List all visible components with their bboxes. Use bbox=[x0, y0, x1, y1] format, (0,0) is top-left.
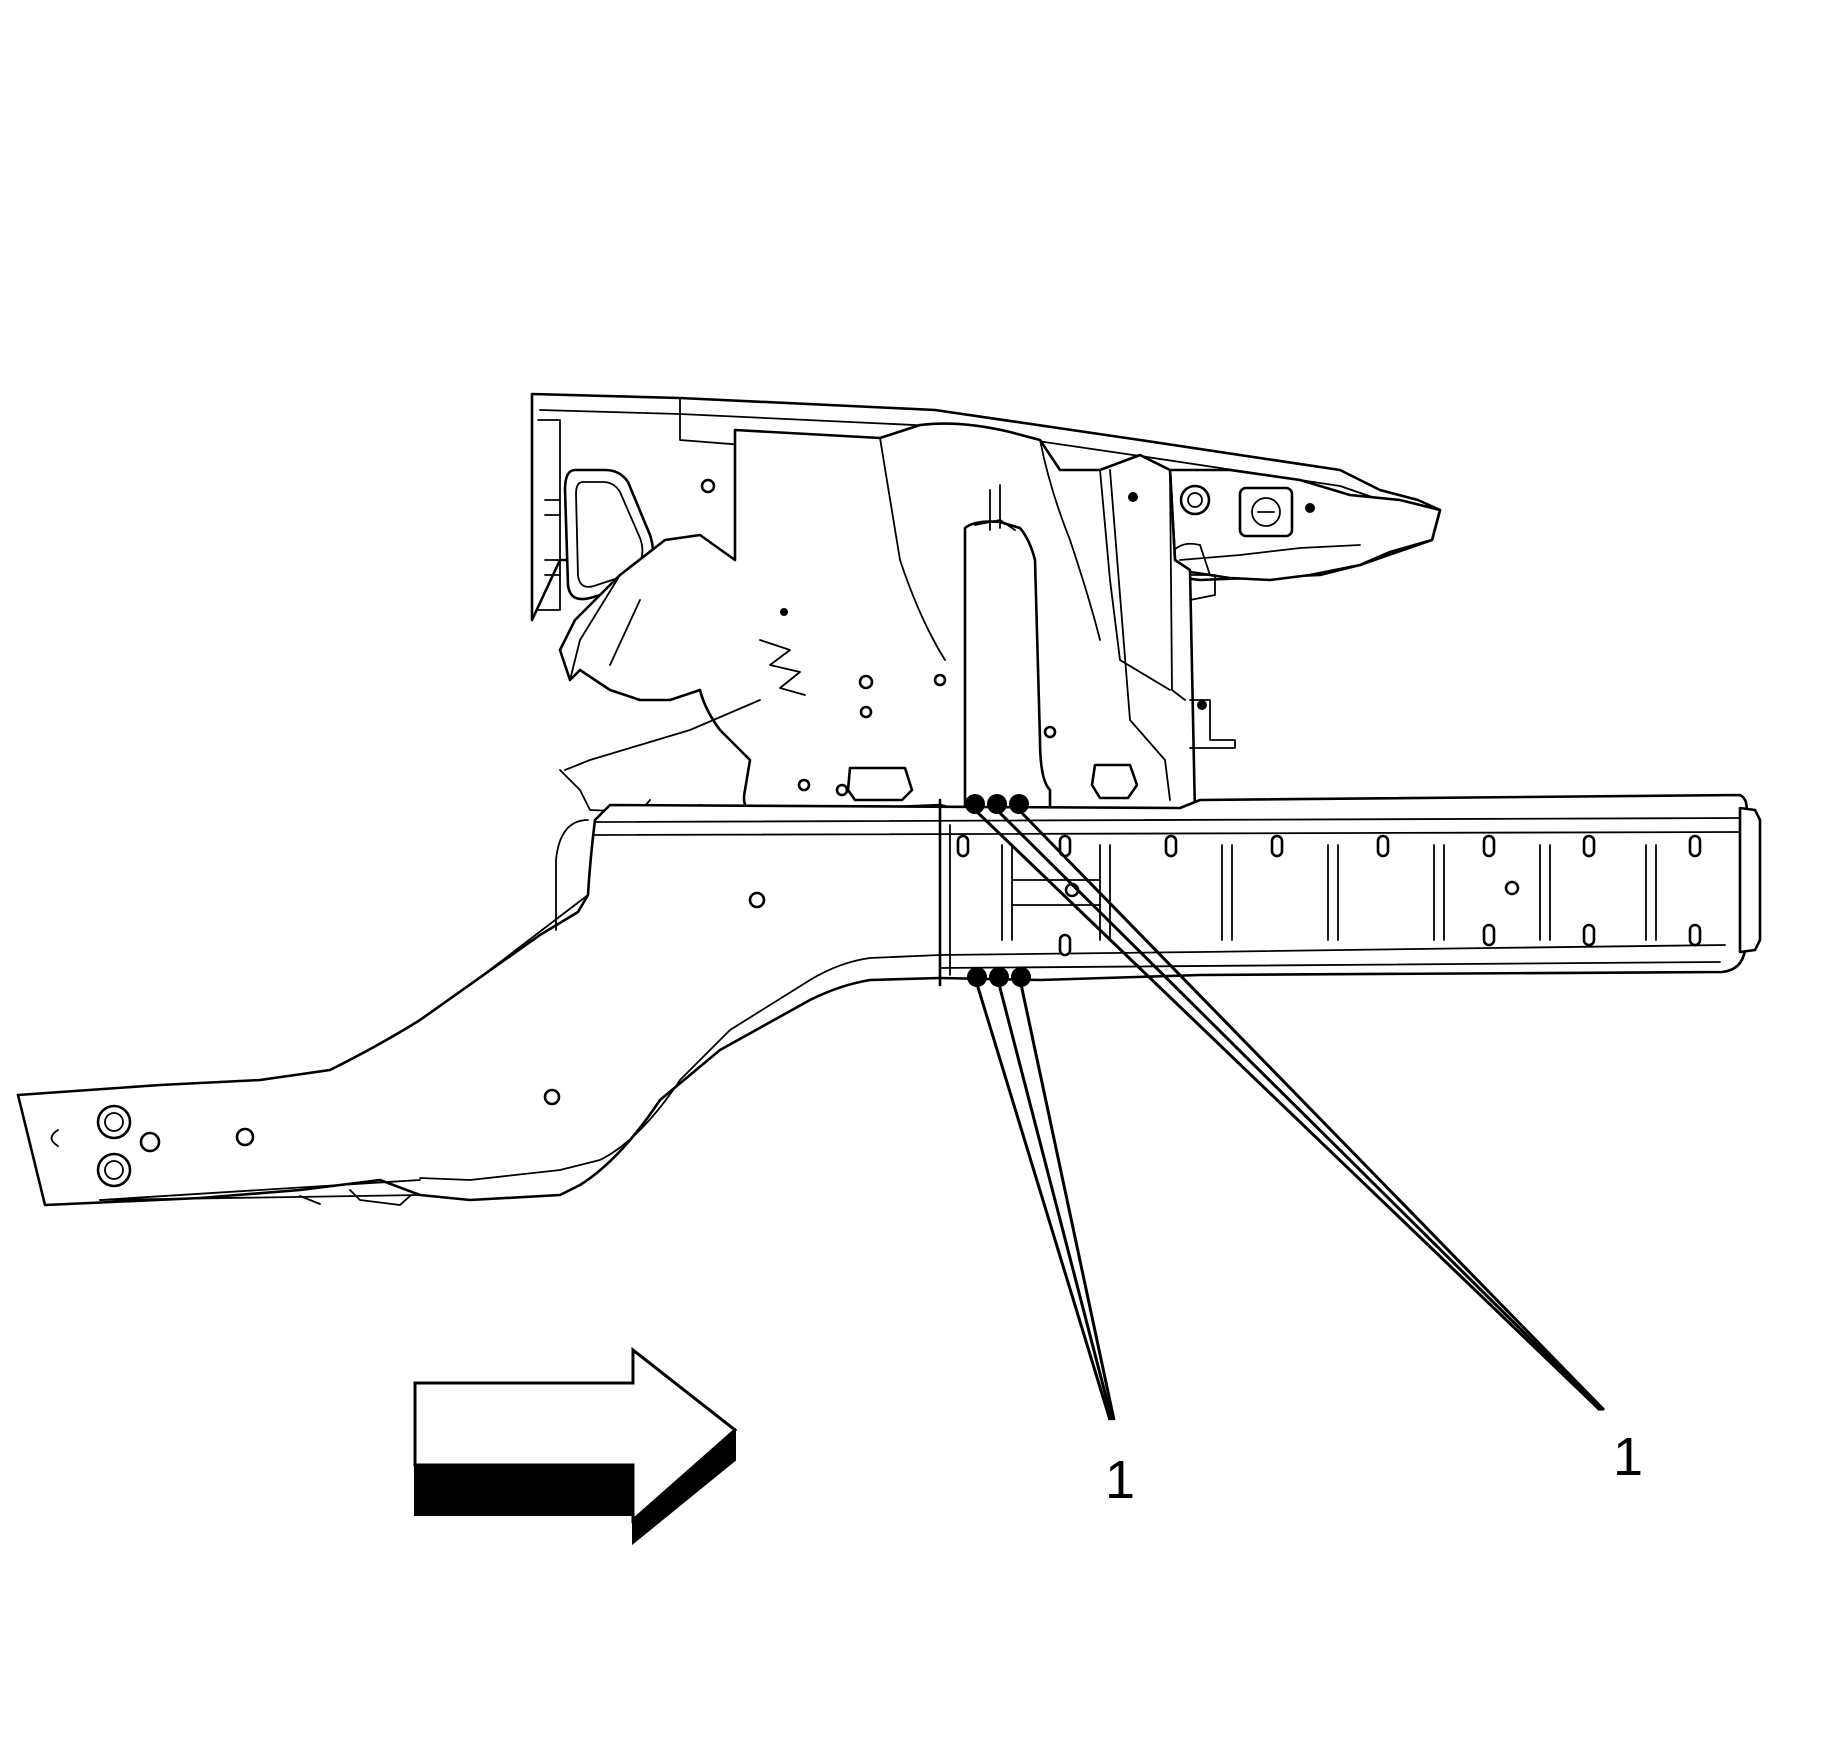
rail-stiffeners bbox=[1001, 844, 1657, 941]
frame-rail bbox=[16, 793, 1762, 1207]
weld-point-icon bbox=[967, 967, 987, 987]
upper-panel-assembly bbox=[530, 392, 1442, 822]
weld-points-lower bbox=[967, 967, 1031, 987]
callout-leaders-upper bbox=[973, 808, 1606, 1412]
rail-slots-bottom bbox=[1058, 923, 1702, 957]
rail-slots-top bbox=[956, 834, 1702, 858]
callout-label-1-upper: 1 bbox=[1613, 1427, 1643, 1487]
callout-label-1-lower: 1 bbox=[1105, 1450, 1135, 1510]
weld-point-icon bbox=[1011, 967, 1031, 987]
callout-leaders-lower bbox=[975, 983, 1116, 1421]
weld-points-upper bbox=[965, 794, 1029, 814]
weld-point-icon bbox=[1009, 794, 1029, 814]
weld-point-icon bbox=[965, 794, 985, 814]
weld-point-icon bbox=[987, 794, 1007, 814]
direction-arrow-icon bbox=[413, 1346, 738, 1546]
weld-point-icon bbox=[989, 967, 1009, 987]
